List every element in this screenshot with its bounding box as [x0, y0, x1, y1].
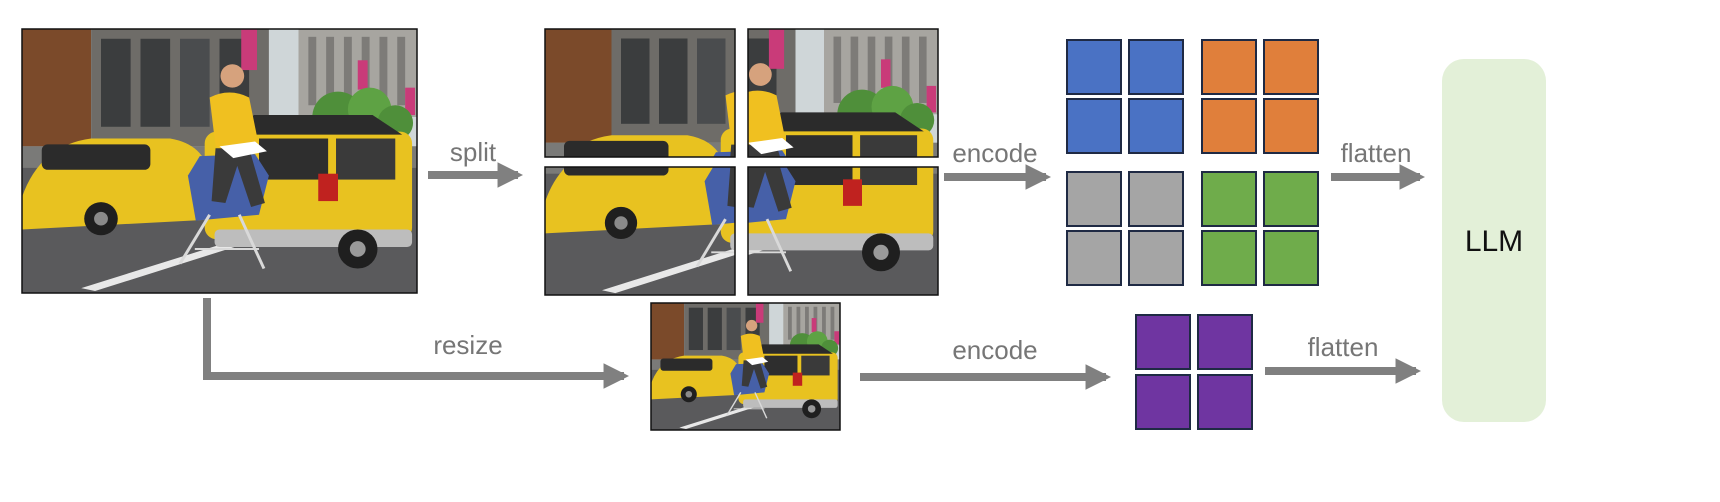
token-blue-4 [1128, 98, 1184, 154]
token-blue-2 [1128, 39, 1184, 95]
token-gray-2 [1128, 171, 1184, 227]
encode-label-bottom: encode [952, 335, 1037, 365]
token-orange-4 [1263, 98, 1319, 154]
token-orange-1 [1201, 39, 1257, 95]
token-gray-3 [1066, 230, 1122, 286]
token-purple-3 [1135, 374, 1191, 430]
token-group-orange [1201, 39, 1319, 154]
flatten-label-bottom: flatten [1308, 332, 1379, 362]
resize-label: resize [433, 330, 502, 360]
flatten-arrow-bottom: flatten [1265, 332, 1422, 384]
original-image [21, 28, 418, 294]
resize-arrow: resize [203, 298, 630, 389]
token-gray-4 [1128, 230, 1184, 286]
resized-image [650, 302, 841, 431]
token-group-blue [1066, 39, 1184, 154]
token-green-4 [1263, 230, 1319, 286]
encode-arrow-top: encode [944, 138, 1052, 190]
token-group-green [1201, 171, 1319, 286]
token-orange-3 [1201, 98, 1257, 154]
token-purple-1 [1135, 314, 1191, 370]
flatten-arrow-top: flatten [1331, 138, 1426, 190]
resize-token-grid [1135, 314, 1253, 430]
token-group-gray [1066, 171, 1184, 286]
token-orange-2 [1263, 39, 1319, 95]
split-label: split [450, 137, 497, 167]
llm-label: LLM [1465, 225, 1523, 258]
encode-arrow-bottom: encode [860, 335, 1112, 390]
token-gray-1 [1066, 171, 1122, 227]
flatten-label-top: flatten [1341, 138, 1412, 168]
token-blue-3 [1066, 98, 1122, 154]
split-arrow: split [428, 137, 524, 188]
token-green-1 [1201, 171, 1257, 227]
token-purple-2 [1197, 314, 1253, 370]
token-blue-1 [1066, 39, 1122, 95]
token-green-2 [1263, 171, 1319, 227]
llm-box: LLM [1442, 59, 1546, 422]
split-token-grid [1066, 39, 1319, 286]
token-green-3 [1201, 230, 1257, 286]
token-purple-4 [1197, 374, 1253, 430]
encode-label-top: encode [952, 138, 1037, 168]
split-crops [544, 28, 939, 296]
